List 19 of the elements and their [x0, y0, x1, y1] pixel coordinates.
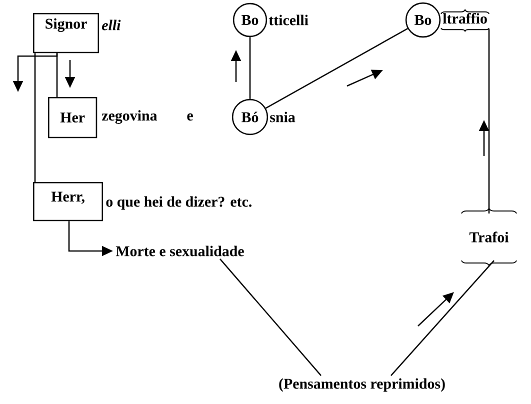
word-box: Her	[48, 97, 98, 138]
text-label: (Pensamentos reprimidos)	[279, 378, 445, 392]
word-box: Signor	[33, 13, 100, 54]
braced-word-fragment: ltraffio	[440, 9, 490, 32]
word-fragment: zegovina	[102, 110, 158, 124]
connector-line	[249, 37, 251, 99]
braced-word: Trafoi	[460, 208, 518, 266]
word-fragment: o que hei de dizer? etc.	[106, 196, 252, 210]
connector-line	[220, 258, 322, 376]
text-label: Morte e sexualidade	[116, 246, 244, 256]
text-label: e	[187, 113, 193, 121]
connector-line	[488, 29, 490, 214]
word-box: Herr,	[33, 182, 104, 222]
connector-line	[34, 53, 36, 182]
word-fragment: snia	[270, 112, 296, 122]
connector-line	[265, 28, 408, 109]
word-fragment: elli	[102, 20, 121, 30]
word-fragment: tticelli	[268, 14, 308, 26]
connector-line	[390, 260, 494, 376]
